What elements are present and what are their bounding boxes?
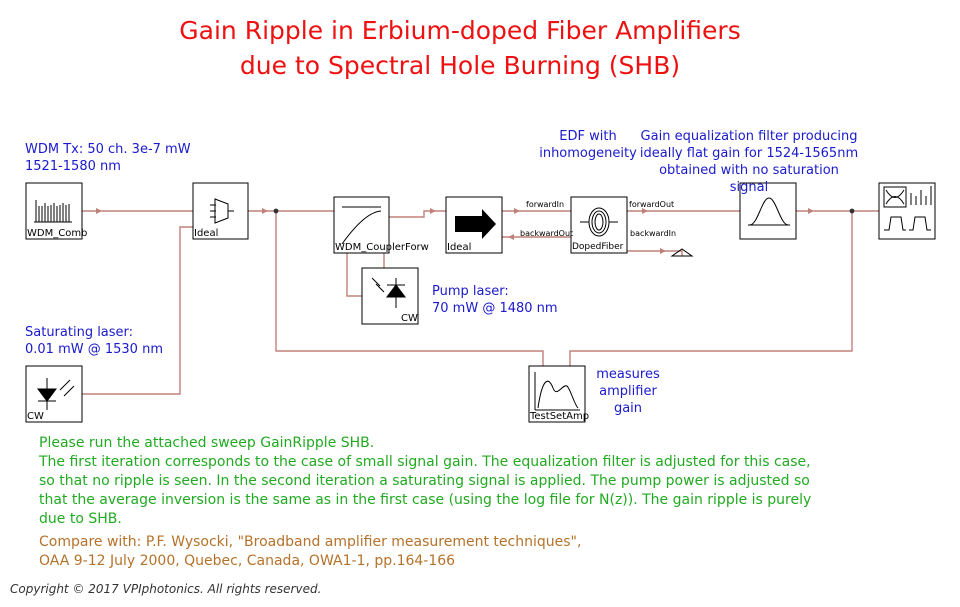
signal-analyzer-block[interactable] — [878, 182, 936, 240]
copyright-text: Copyright © 2017 VPIphotonics. All right… — [10, 582, 322, 596]
equalization-filter-block[interactable] — [739, 182, 797, 240]
link-arrows — [96, 208, 814, 254]
instructions-note: Please run the attached sweep GainRipple… — [39, 434, 939, 529]
note-line-2: The first iteration corresponds to the c… — [39, 454, 811, 470]
fiber-coil-icon — [580, 207, 618, 237]
wdm-comb-block[interactable] — [25, 182, 83, 240]
mux-label: Ideal — [194, 228, 219, 239]
gain-spectrum-icon — [534, 372, 580, 411]
measures-line-3: gain — [613, 401, 643, 416]
testset-amp-block[interactable] — [528, 365, 586, 423]
note-line-1: Please run the attached sweep GainRipple… — [39, 435, 375, 451]
reference-line-2: OAA 9-12 July 2000, Quebec, Canada, OWA1… — [39, 553, 456, 569]
optical-links — [82, 210, 879, 395]
filter-annotation: Gain equalization filter producing ideal… — [638, 128, 860, 196]
filter-line-1: Gain equalization filter producing — [640, 129, 858, 144]
isolator-label: Ideal — [447, 242, 472, 253]
pump-laser-block[interactable] — [361, 267, 419, 325]
link-edf-backin — [627, 250, 683, 256]
port-backward-out: backwardOut — [520, 229, 574, 238]
arrow-right-icon — [455, 209, 496, 239]
wdm-coupler-block[interactable] — [333, 196, 390, 254]
port-backward-in: backwardIn — [630, 229, 677, 238]
testset-label: TestSetAmp — [530, 411, 590, 422]
measures-line-1: measures — [596, 367, 660, 382]
link-tap-out — [569, 211, 853, 366]
saturating-laser-block[interactable] — [25, 365, 83, 423]
sat-cw-label: CW — [27, 411, 44, 422]
isolator-block[interactable] — [445, 196, 503, 254]
wdm-tx-line-1: WDM Tx: 50 ch. 3e-7 mW — [25, 142, 191, 157]
note-line-3: so that no ripple is seen. In the second… — [39, 473, 810, 489]
multiplexer-block[interactable] — [192, 182, 249, 240]
coupler-label: WDM_CouplerForw — [335, 242, 429, 253]
port-forward-out: forwardOut — [629, 200, 675, 209]
laser-diode-icon — [37, 378, 75, 410]
note-line-5: due to SHB. — [39, 511, 122, 527]
link-tap-in — [275, 211, 544, 366]
sat-laser-annotation: Saturating laser: 0.01 mW @ 1530 nm — [25, 324, 163, 358]
measures-annotation: measures amplifier gain — [596, 366, 660, 417]
measures-line-2: amplifier — [599, 384, 657, 399]
title-line-1: Gain Ripple in Erbium-doped Fiber Amplif… — [179, 16, 741, 45]
port-forward-in: forwardIn — [526, 200, 565, 209]
link-coupler-isolator — [389, 210, 446, 218]
title-line-2: due to Spectral Hole Burning (SHB) — [239, 51, 681, 80]
bandpass-filter-icon — [748, 197, 790, 226]
junction-dot — [273, 208, 279, 214]
wdm-comb-label: WDM_Comb — [27, 228, 88, 239]
mux-icon — [210, 198, 234, 224]
ground-terminator-icon — [670, 248, 694, 257]
note-line-4: that the average inversion is the same a… — [39, 492, 812, 508]
pump-line-1: Pump laser: — [432, 284, 509, 299]
laser-diode-icon — [371, 277, 406, 308]
edf-line-1: EDF with — [559, 129, 617, 144]
sat-line-2: 0.01 mW @ 1530 nm — [25, 342, 163, 357]
coupler-curve-icon — [341, 206, 382, 245]
wdm-tx-line-2: 1521-1580 nm — [25, 159, 121, 174]
reference-line-1: Compare with: P.F. Wysocki, "Broadband a… — [39, 534, 582, 550]
comb-spectrum-icon — [34, 200, 72, 223]
pump-annotation: Pump laser: 70 mW @ 1480 nm — [432, 283, 558, 317]
reference-note: Compare with: P.F. Wysocki, "Broadband a… — [39, 533, 939, 571]
doped-fiber-label: DopedFiber — [572, 242, 624, 252]
wdm-tx-annotation: WDM Tx: 50 ch. 3e-7 mW 1521-1580 nm — [25, 141, 191, 175]
link-satlaser-mux — [82, 226, 193, 395]
edf-annotation: EDF with inhomogeneity — [538, 128, 638, 162]
pump-line-2: 70 mW @ 1480 nm — [432, 301, 558, 316]
junction-dot — [849, 208, 855, 214]
filter-line-2: ideally flat gain for 1524-1565nm — [639, 146, 859, 161]
sat-line-1: Saturating laser: — [25, 325, 134, 340]
edf-line-2: inhomogeneity — [539, 146, 637, 161]
pump-cw-label: CW — [401, 313, 418, 324]
filter-line-3: obtained with no saturation signal — [659, 163, 839, 195]
doped-fiber-block[interactable] — [570, 196, 628, 254]
analyzer-icon — [883, 186, 932, 231]
link-pump-in — [346, 253, 362, 297]
